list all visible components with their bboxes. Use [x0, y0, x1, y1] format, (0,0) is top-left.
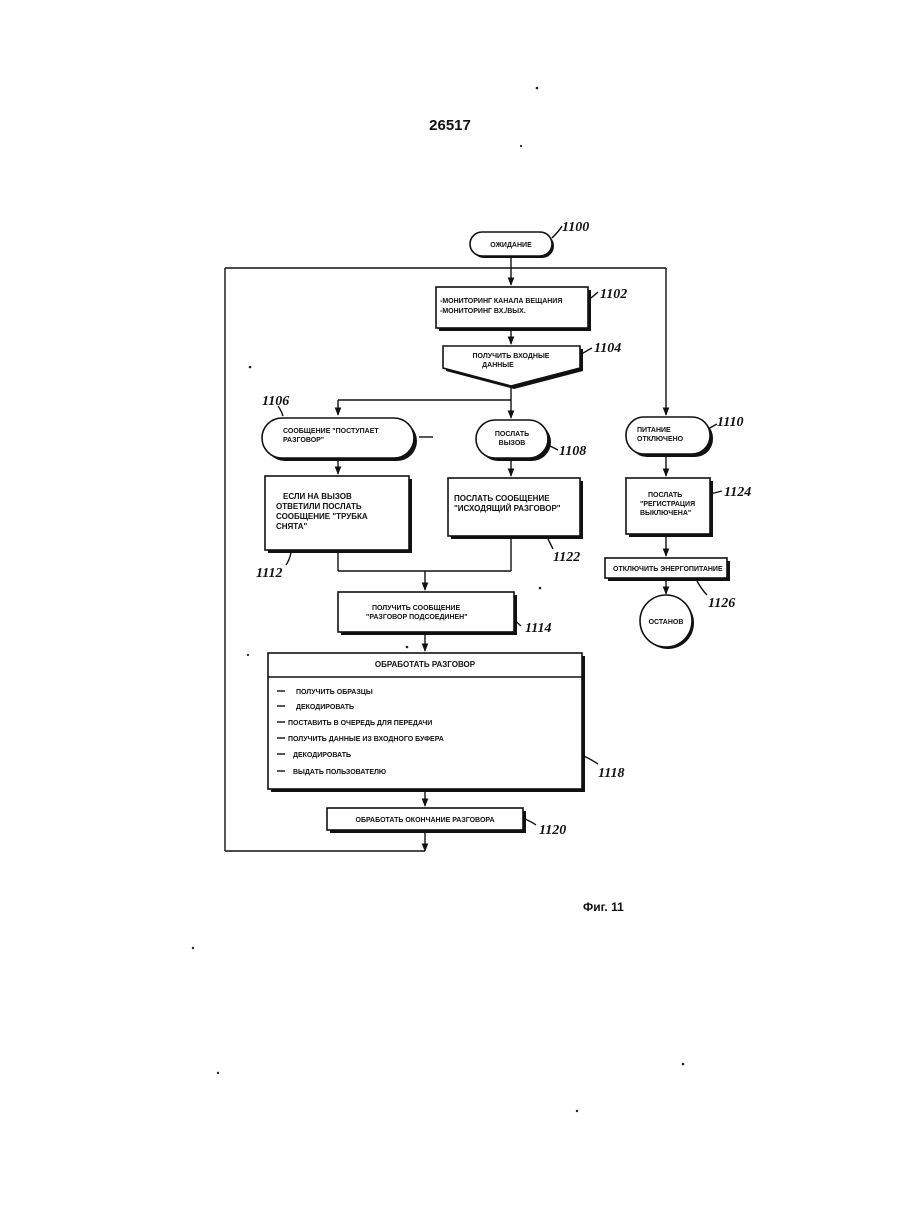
node-input: ПОЛУЧИТЬ ВХОДНЫЕ ДАННЫЕ 1104: [443, 341, 621, 389]
stop-label: ОСТАНОВ: [649, 619, 684, 626]
if-answered-line-3: СООБЩЕНИЕ "ТРУБКА: [276, 512, 368, 521]
end-call-label: ОБРАБОТАТЬ ОКОНЧАНИЕ РАЗГОВОРА: [356, 817, 495, 824]
node-power-off: ПИТАНИЕ ОТКЛЮЧЕНО 1110: [626, 415, 743, 457]
node-process-call: ОБРАБОТАТЬ РАЗГОВОР ПОЛУЧИТЬ ОБРАЗЦЫ ДЕК…: [268, 653, 624, 792]
process-item-4: ПОЛУЧИТЬ ДАННЫЕ ИЗ ВХОДНОГО БУФЕРА: [288, 736, 444, 743]
ref-1124: 1124: [724, 485, 751, 500]
outgoing-line-2: "ИСХОДЯЩИЙ РАЗГОВОР": [454, 504, 561, 513]
connected-line-1: ПОЛУЧИТЬ СООБЩЕНИЕ: [372, 605, 460, 612]
ref-1108: 1108: [559, 444, 586, 459]
ref-1112: 1112: [256, 566, 282, 581]
ref-1118: 1118: [598, 766, 624, 781]
node-incoming-msg: СООБЩЕНИЕ "ПОСТУПАЕТ РАЗГОВОР" 1106: [262, 394, 417, 461]
reg-off-line-3: ВЫКЛЮЧЕНА": [640, 510, 691, 517]
process-item-3: ПОСТАВИТЬ В ОЧЕРЕДЬ ДЛЯ ПЕРЕДАЧИ: [288, 720, 432, 727]
monitoring-line-1: -МОНИТОРИНГ КАНАЛА ВЕЩАНИЯ: [440, 298, 562, 305]
if-answered-line-4: СНЯТА": [276, 522, 307, 531]
idle-label: ОЖИДАНИЕ: [490, 242, 532, 249]
if-answered-line-2: ОТВЕТИЛИ ПОСЛАТЬ: [276, 502, 362, 511]
node-if-answered: ЕСЛИ НА ВЫЗОВ ОТВЕТИЛИ ПОСЛАТЬ СООБЩЕНИЕ…: [256, 476, 412, 581]
process-item-2: ДЕКОДИРОВАТЬ: [296, 704, 354, 711]
connected-line-2: "РАЗГОВОР ПОДСОЕДИНЕН": [366, 614, 468, 621]
node-end-call: ОБРАБОТАТЬ ОКОНЧАНИЕ РАЗГОВОРА 1120: [327, 808, 566, 838]
ref-1104: 1104: [594, 341, 621, 356]
input-line-2: ДАННЫЕ: [482, 362, 514, 369]
power-off-line-1: ПИТАНИЕ: [637, 427, 671, 434]
process-item-1: ПОЛУЧИТЬ ОБРАЗЦЫ: [296, 689, 373, 696]
ref-1110: 1110: [717, 415, 743, 430]
incoming-line-1: СООБЩЕНИЕ "ПОСТУПАЕТ: [283, 428, 379, 435]
node-idle: ОЖИДАНИЕ 1100: [470, 220, 589, 258]
ref-1120: 1120: [539, 823, 566, 838]
ref-1126: 1126: [708, 596, 735, 611]
incoming-line-2: РАЗГОВОР": [283, 437, 324, 444]
if-answered-line-1: ЕСЛИ НА ВЫЗОВ: [283, 492, 352, 501]
monitoring-line-2: -МОНИТОРИНГ ВХ./ВЫХ.: [440, 308, 526, 315]
send-call-line-1: ПОСЛАТЬ: [495, 431, 529, 438]
ref-1122: 1122: [553, 550, 580, 565]
input-line-1: ПОЛУЧИТЬ ВХОДНЫЕ: [473, 353, 550, 360]
node-connected: ПОЛУЧИТЬ СООБЩЕНИЕ "РАЗГОВОР ПОДСОЕДИНЕН…: [338, 592, 551, 636]
disconnect-power-label: ОТКЛЮЧИТЬ ЭНЕРГОПИТАНИЕ: [613, 566, 723, 573]
process-call-title: ОБРАБОТАТЬ РАЗГОВОР: [375, 660, 476, 669]
ref-1102: 1102: [600, 287, 627, 302]
reg-off-line-1: ПОСЛАТЬ: [648, 492, 682, 499]
power-off-line-2: ОТКЛЮЧЕНО: [637, 436, 684, 443]
node-reg-off: ПОСЛАТЬ "РЕГИСТРАЦИЯ ВЫКЛЮЧЕНА" 1124: [626, 478, 751, 537]
node-outgoing-msg: ПОСЛАТЬ СООБЩЕНИЕ "ИСХОДЯЩИЙ РАЗГОВОР" 1…: [448, 478, 583, 565]
figure-caption: Фиг. 11: [583, 900, 624, 914]
reg-off-line-2: "РЕГИСТРАЦИЯ: [640, 501, 695, 508]
send-call-line-2: ВЫЗОВ: [499, 440, 526, 447]
process-item-6: ВЫДАТЬ ПОЛЬЗОВАТЕЛЮ: [293, 769, 386, 776]
node-stop: ОСТАНОВ: [640, 595, 694, 649]
node-monitoring: -МОНИТОРИНГ КАНАЛА ВЕЩАНИЯ -МОНИТОРИНГ В…: [436, 287, 627, 331]
ref-1100: 1100: [562, 220, 589, 235]
outgoing-line-1: ПОСЛАТЬ СООБЩЕНИЕ: [454, 494, 550, 503]
process-item-5: ДЕКОДИРОВАТЬ: [293, 752, 351, 759]
ref-1114: 1114: [525, 621, 551, 636]
node-send-call: ПОСЛАТЬ ВЫЗОВ 1108: [476, 420, 586, 461]
ref-1106: 1106: [262, 394, 289, 409]
